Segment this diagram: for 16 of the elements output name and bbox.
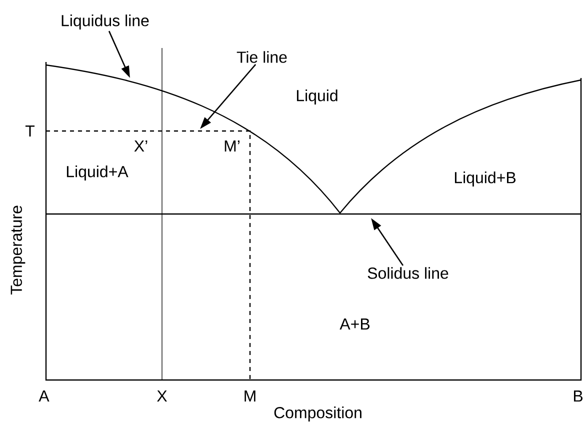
axis-tick-label: T: [25, 126, 35, 136]
axis-tick-label: X: [157, 390, 167, 402]
axis-tick-label: B: [574, 390, 582, 402]
axis-title: Temperature: [10, 206, 26, 295]
axis-title: Composition: [274, 406, 362, 422]
axis-tick-label: A: [38, 390, 50, 402]
axis-tick-label: M: [244, 390, 256, 402]
leader-text: Solidus line: [368, 267, 448, 279]
region-label: Liquid: [296, 90, 338, 104]
point-label: M’: [224, 140, 240, 152]
leader-text: Liquidus line: [62, 14, 149, 30]
region-label: A+B: [340, 318, 370, 330]
region-label: Liquid+B: [454, 172, 516, 186]
region-label: Liquid+A: [66, 166, 128, 180]
point-label: X’: [134, 140, 148, 152]
leader-text: Tie line: [236, 51, 287, 63]
